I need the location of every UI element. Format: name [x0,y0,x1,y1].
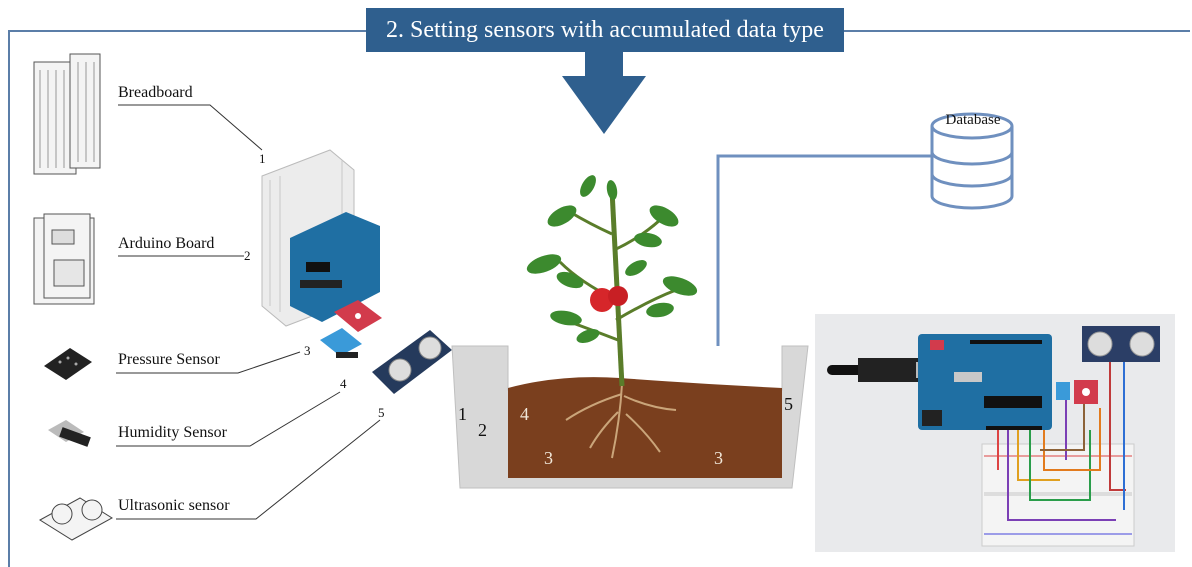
component-number-pressure-sensor: 3 [304,343,311,358]
pot-marker-5: 5 [784,394,793,414]
leader-lines [116,104,381,520]
tomato-fruit-icon [608,286,628,306]
ultrasonic-sensor-icon [39,497,113,541]
component-number-arduino-board: 2 [244,248,251,263]
database-connector-line [716,154,932,346]
frame-left-line [8,30,10,567]
frame-top-right-line [844,30,1190,32]
component-label-humidity-sensor: Humidity Sensor [118,424,227,441]
humidity-sensor-icon [48,420,91,447]
frame-top-left-line [8,30,366,32]
component-label-arduino-board: Arduino Board [118,235,215,252]
pot-marker-4: 4 [520,404,529,424]
pot-marker-3a: 3 [544,448,553,468]
component-number-ultrasonic-sensor: 5 [378,405,385,420]
stacked-humidity-sensor-icon [320,328,362,358]
arduino-board-icon [33,213,95,305]
component-number-humidity-sensor: 4 [340,376,347,391]
database-label: Database [945,112,1001,128]
stacked-pressure-sensor-icon [334,300,382,332]
plant-roots [565,383,677,459]
circuit-ultrasonic-sensor-icon [1082,326,1160,362]
pot-marker-3b: 3 [714,448,723,468]
circuit-breadboard-icon [981,443,1135,547]
banner-title: 2. Setting sensors with accumulated data… [366,8,844,52]
database-icon [930,112,1014,210]
tomato-fruit-icon [590,288,614,312]
stacked-arduino-icon [290,212,380,322]
pressure-sensor-icon [44,348,92,380]
circuit-pressure-sensor-icon [1074,380,1098,404]
pot-marker-2: 2 [478,420,487,440]
circuit-wires [997,362,1126,521]
breadboard-icon [33,53,101,175]
pot-marker-1: 1 [458,404,467,424]
component-label-ultrasonic-sensor: Ultrasonic sensor [118,497,230,514]
stacked-ultrasonic-sensor-icon [372,330,452,394]
circuit-arduino-icon [918,334,1052,430]
tomato-plant [526,175,698,387]
component-label-pressure-sensor: Pressure Sensor [118,351,220,368]
down-arrow-icon [562,52,646,134]
circuit-humidity-sensor-icon [1056,382,1070,400]
component-number-breadboard: 1 [259,151,266,166]
component-label-breadboard: Breadboard [118,84,193,101]
